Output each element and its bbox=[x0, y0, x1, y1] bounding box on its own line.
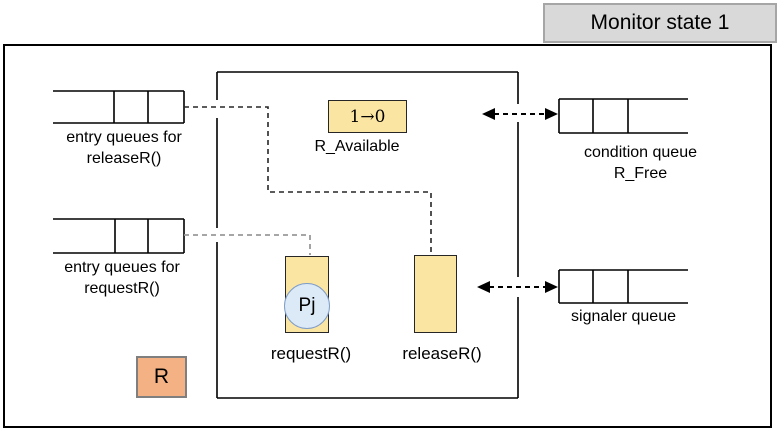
signaler-queue-graphic bbox=[558, 269, 688, 304]
condition-queue-label: condition queue R_Free bbox=[558, 142, 723, 184]
request-entry-dashed-connector bbox=[184, 234, 311, 255]
entry-queue-release-label-line1: entry queues for bbox=[66, 129, 182, 146]
entry-queue-request-label-line1: entry queues for bbox=[64, 259, 180, 276]
r-available-value-box: 1→0 bbox=[328, 100, 407, 133]
outer-monitor-border bbox=[3, 44, 772, 428]
process-pj-circle: Pj bbox=[284, 283, 330, 329]
inner-monitor-border bbox=[216, 71, 519, 399]
monitor-state-title: Monitor state 1 bbox=[543, 3, 777, 43]
request-procedure-label: requestR() bbox=[270, 344, 352, 363]
entry-queue-release-label: entry queues for releaseR() bbox=[40, 127, 208, 169]
signaler-queue-double-arrow-icon bbox=[477, 281, 558, 293]
condition-queue-label-line2: R_Free bbox=[613, 165, 668, 182]
entry-queue-release-label-line2: releaseR() bbox=[86, 150, 162, 167]
signaler-queue-label: signaler queue bbox=[571, 308, 676, 325]
release-entry-dashed-connector bbox=[184, 106, 432, 254]
entry-queue-release-graphic bbox=[53, 90, 185, 124]
release-procedure-label: releaseR() bbox=[402, 344, 482, 363]
condition-queue-graphic bbox=[558, 98, 688, 134]
condition-queue-double-arrow-icon bbox=[482, 108, 558, 120]
entry-queue-request-label: entry queues for requestR() bbox=[38, 257, 206, 299]
resource-box: R bbox=[136, 356, 187, 398]
condition-queue-label-line1: condition queue bbox=[584, 144, 697, 161]
entry-queue-request-graphic bbox=[53, 218, 185, 254]
r-available-label: R_Available bbox=[314, 138, 400, 155]
entry-queue-request-label-line2: requestR() bbox=[84, 280, 160, 297]
release-procedure-box bbox=[414, 255, 457, 333]
